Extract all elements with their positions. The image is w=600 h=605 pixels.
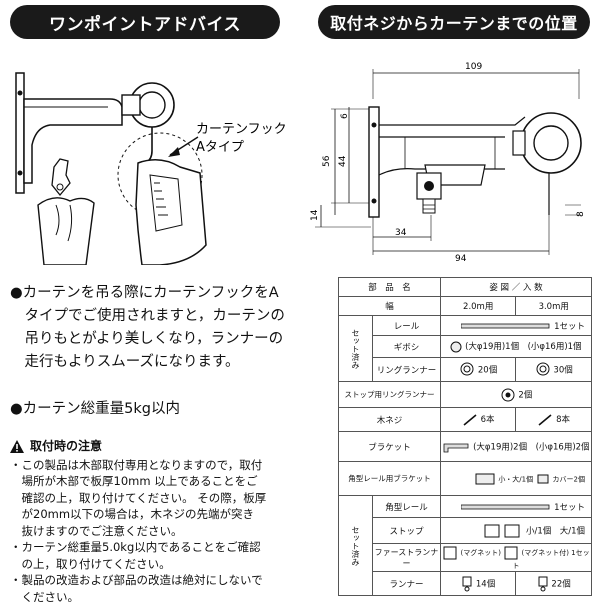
square-rail-icon — [461, 503, 551, 511]
qty-text: 1セット — [554, 322, 585, 332]
part-name: ブラケット — [339, 432, 441, 462]
caution-line: 確認の上，取り付けてください。 その際，板厚 — [10, 490, 300, 507]
dim-14: 14 — [310, 209, 320, 221]
first-runner-icon — [442, 545, 458, 561]
cover-icon — [536, 473, 550, 485]
col-header-fig: 姿 図 ／ 入 数 — [440, 278, 591, 297]
qty-text: (大φ19用)1個 (小φ16用)1個 — [465, 342, 581, 352]
caution-title-text: 取付時の注意 — [30, 438, 102, 455]
group2-label: セット済み — [339, 496, 373, 596]
part-qty-3m: 30個 — [516, 358, 592, 382]
runner-icon — [461, 576, 473, 592]
part-name: ファーストランナー — [373, 544, 441, 572]
screw-icon — [537, 414, 553, 426]
dim-34: 34 — [395, 228, 407, 238]
advice-line: ●カーテンを吊る際にカーテンフックをA — [10, 282, 300, 305]
part-name: レール — [373, 316, 441, 336]
dim-6: 6 — [340, 113, 350, 119]
width-label: 幅 — [339, 297, 441, 316]
stop-ring-runner-icon — [500, 387, 516, 403]
group1-label: セット済み — [339, 316, 373, 382]
qty-text: 8本 — [556, 415, 570, 425]
dim-109: 109 — [465, 62, 482, 72]
sub-text: (マグネット) — [461, 549, 501, 557]
qty-text: 1セット — [554, 503, 585, 513]
part-qty-2m: 20個 — [440, 358, 515, 382]
bracket-icon — [442, 440, 470, 454]
hook-callout-line1: カーテンフック — [196, 122, 287, 137]
square-bracket-icon — [474, 472, 496, 486]
qty-text: (大φ19用)2個 (小φ16用)2個 — [473, 442, 589, 452]
ring-runner-icon — [535, 362, 551, 378]
part-name: 木ネジ — [339, 408, 441, 432]
dim-8-right: 8 — [576, 211, 586, 217]
advice-bullet-2: ●カーテン総重量5kg以内 — [10, 398, 300, 421]
advice-bullet-1: ●カーテンを吊る際にカーテンフックをA タイプでご使用されますと，カーテンの 吊… — [10, 282, 300, 374]
ring-runner-icon — [459, 362, 475, 378]
qty-text: 2個 — [518, 390, 532, 400]
col-header-name: 部 品 名 — [339, 278, 441, 297]
rail-icon — [461, 322, 551, 330]
position-header: 取付ネジからカーテンまでの位置 — [318, 5, 590, 39]
advice-line: 走行もよりスムーズになります。 — [10, 351, 300, 374]
part-name: ストップ用リングランナー — [339, 382, 441, 408]
runner-icon — [537, 576, 549, 592]
dim-56: 56 — [322, 155, 332, 167]
stop-icon — [483, 523, 523, 539]
hook-callout-line2: Aタイプ — [196, 140, 244, 155]
caution-line: ・この製品は木部取付専用となりますので，取付 — [10, 457, 300, 474]
qty-text: 22個 — [551, 579, 570, 589]
part-name: 角型レール用ブラケット — [339, 462, 441, 496]
width-3m: 3.0m用 — [516, 297, 592, 316]
part-qty: (大φ19用)1個 (小φ16用)1個 — [440, 336, 591, 358]
advice-line: タイプでご使用されますと，カーテンの — [10, 305, 300, 328]
width-2m: 2.0m用 — [440, 297, 515, 316]
caution-line: ・製品の改造および部品の改造は絶対にしないで — [10, 572, 300, 589]
part-qty: 1セット — [440, 496, 591, 518]
part-qty: 1セット — [440, 316, 591, 336]
caution-line: が20mm以下の場合は，木ネジの先端が突き — [10, 506, 300, 523]
first-runner-icon — [503, 545, 519, 561]
sub-text: カバー2個 — [553, 475, 585, 483]
caution-line: ください。 — [10, 589, 300, 605]
part-name: ギボシ — [373, 336, 441, 358]
qty-text: 20個 — [478, 365, 497, 375]
dimension-diagram: 109 56 44 6 14 8 34 94 — [305, 55, 595, 265]
part-qty: 小・大/1個 カバー2個 — [440, 462, 591, 496]
part-qty-2m: 6本 — [440, 408, 515, 432]
qty-text: 6本 — [481, 415, 495, 425]
part-name: ランナー — [373, 572, 441, 596]
sub-text: (マグネット付) — [521, 549, 568, 557]
caution-section: 取付時の注意 ・この製品は木部取付専用となりますので，取付 場所が木部で板厚10… — [10, 438, 300, 605]
part-name: リングランナー — [373, 358, 441, 382]
part-qty: (マグネット) (マグネット付) 1セット — [440, 544, 591, 572]
warning-icon — [10, 440, 24, 453]
parts-table: 部 品 名 姿 図 ／ 入 数 幅 2.0m用 3.0m用 セット済み レール … — [338, 277, 592, 596]
part-qty-2m: 14個 — [440, 572, 515, 596]
qty-text: 14個 — [476, 579, 495, 589]
caution-line: ・カーテン総重量5.0kg以内であることをご確認 — [10, 539, 300, 556]
sub-text: 小・大/1個 — [498, 475, 533, 483]
part-qty-3m: 22個 — [516, 572, 592, 596]
caution-line: 場所が木部で板厚10mm 以上であることをご — [10, 473, 300, 490]
part-name: 角型レール — [373, 496, 441, 518]
part-qty: 2個 — [440, 382, 591, 408]
dim-44: 44 — [338, 155, 348, 167]
advice-header: ワンポイントアドバイス — [10, 5, 280, 39]
finial-icon — [450, 341, 462, 353]
part-name: ストップ — [373, 518, 441, 544]
caution-line: の上，取り付けてください。 — [10, 556, 300, 573]
part-qty-3m: 8本 — [516, 408, 592, 432]
part-qty: (大φ19用)2個 (小φ16用)2個 — [440, 432, 591, 462]
advice-line: 吊りもとがより美しくなり，ランナーの — [10, 328, 300, 351]
screw-icon — [462, 414, 478, 426]
qty-text: 30個 — [553, 365, 572, 375]
qty-text: 小/1個 大/1個 — [526, 526, 585, 536]
part-qty: 小/1個 大/1個 — [440, 518, 591, 544]
bracket-hook-illustration: カーテンフック Aタイプ — [10, 55, 300, 265]
caution-line: 抜けますのでご注意ください。 — [10, 523, 300, 540]
caution-title: 取付時の注意 — [10, 438, 300, 455]
dim-94: 94 — [455, 254, 467, 264]
